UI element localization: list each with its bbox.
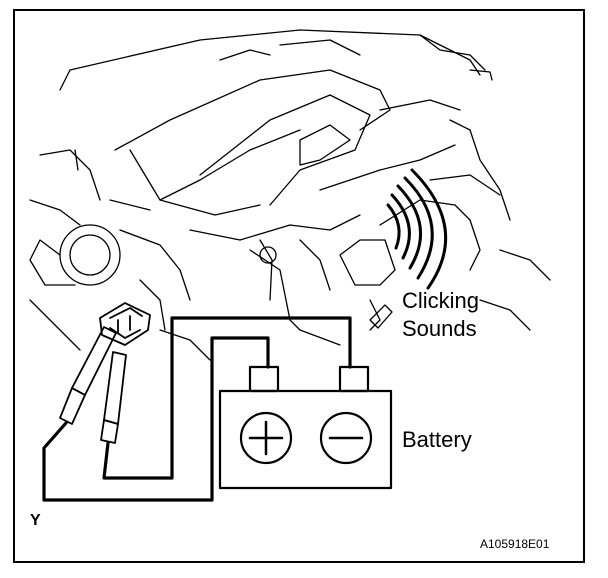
sounds-label: Sounds (402, 316, 477, 341)
negative-terminal-circle (319, 411, 373, 465)
plus-symbol (248, 420, 284, 456)
diagram-frame (13, 9, 585, 563)
wire-color-label: Y (30, 512, 41, 529)
positive-terminal-circle (239, 411, 293, 465)
engine-illustration (29, 29, 551, 361)
battery (218, 365, 393, 490)
clicking-sound-arcs (386, 168, 448, 290)
test-leads (59, 326, 127, 444)
connector (99, 302, 151, 346)
figure-code: A105918E01 (480, 537, 550, 551)
battery-wires (42, 316, 352, 502)
battery-label: Battery (402, 427, 472, 452)
clicking-label: Clicking (402, 288, 480, 313)
